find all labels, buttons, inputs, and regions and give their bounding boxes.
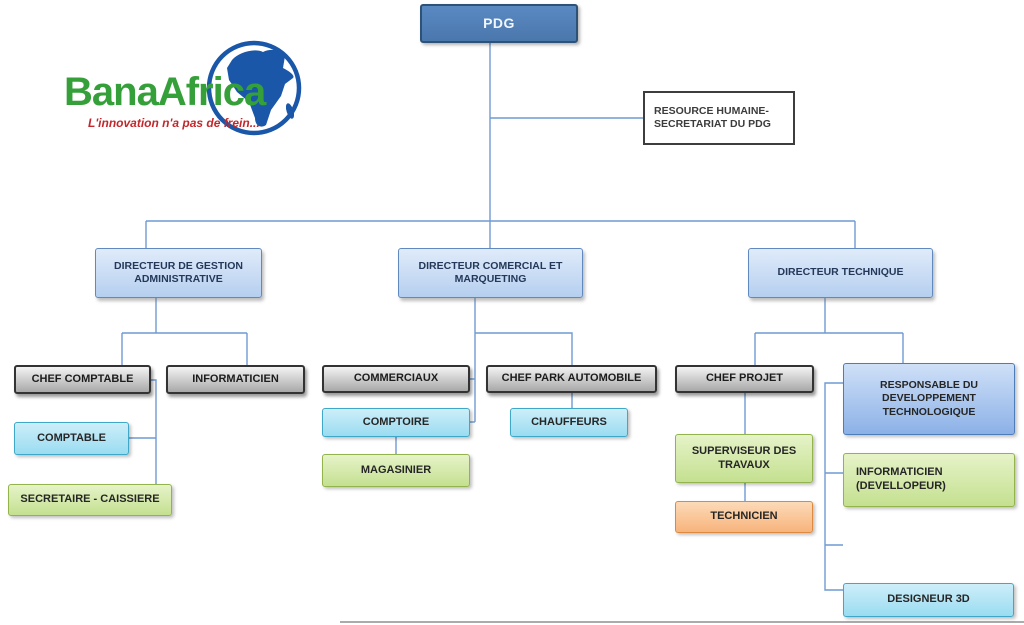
org-node-comptoire: COMPTOIRE	[322, 408, 470, 437]
banaafrica-logo: BanaAfrica L'innovation n'a pas de frein…	[64, 40, 302, 136]
org-node-technicien: TECHNICIEN	[675, 501, 813, 533]
org-node-chauffeurs: CHAUFFEURS	[510, 408, 628, 437]
org-node-chef-park-automobile: CHEF PARK AUTOMOBILE	[486, 365, 657, 393]
org-node-resource-humaine-secretariat: RESOURCE HUMAINE- SECRETARIAT DU PDG	[643, 91, 795, 145]
logo-tagline: L'innovation n'a pas de frein...	[88, 116, 260, 130]
org-node-commerciaux: COMMERCIAUX	[322, 365, 470, 393]
org-node-magasinier: MAGASINIER	[322, 454, 470, 487]
org-node-pdg: PDG	[420, 4, 578, 43]
org-node-designeur-3d: DESIGNEUR 3D	[843, 583, 1014, 617]
org-node-directeur-technique: DIRECTEUR TECHNIQUE	[748, 248, 933, 298]
africa-map-icon	[227, 49, 294, 127]
org-node-informaticien-devellopeur: INFORMATICIEN (DEVELLOPEUR)	[843, 453, 1015, 507]
org-node-chef-comptable: CHEF COMPTABLE	[14, 365, 151, 394]
org-node-chef-projet: CHEF PROJET	[675, 365, 814, 393]
org-node-superviseur-des-travaux: SUPERVISEUR DES TRAVAUX	[675, 434, 813, 483]
org-node-comptable: COMPTABLE	[14, 422, 129, 455]
org-node-secretaire-caissiere: SECRETAIRE - CAISSIERE	[8, 484, 172, 516]
org-node-directeur-gestion-administrative: DIRECTEUR DE GESTION ADMINISTRATIVE	[95, 248, 262, 298]
org-node-informaticien: INFORMATICIEN	[166, 365, 305, 394]
logo-brand-text: BanaAfrica	[64, 70, 267, 114]
madagascar-icon	[285, 103, 295, 119]
org-node-directeur-comercial-marqueting: DIRECTEUR COMERCIAL ET MARQUETING	[398, 248, 583, 298]
org-node-responsable-developpement-technologique: RESPONSABLE DU DEVELOPPEMENT TECHNOLOGIQ…	[843, 363, 1015, 435]
